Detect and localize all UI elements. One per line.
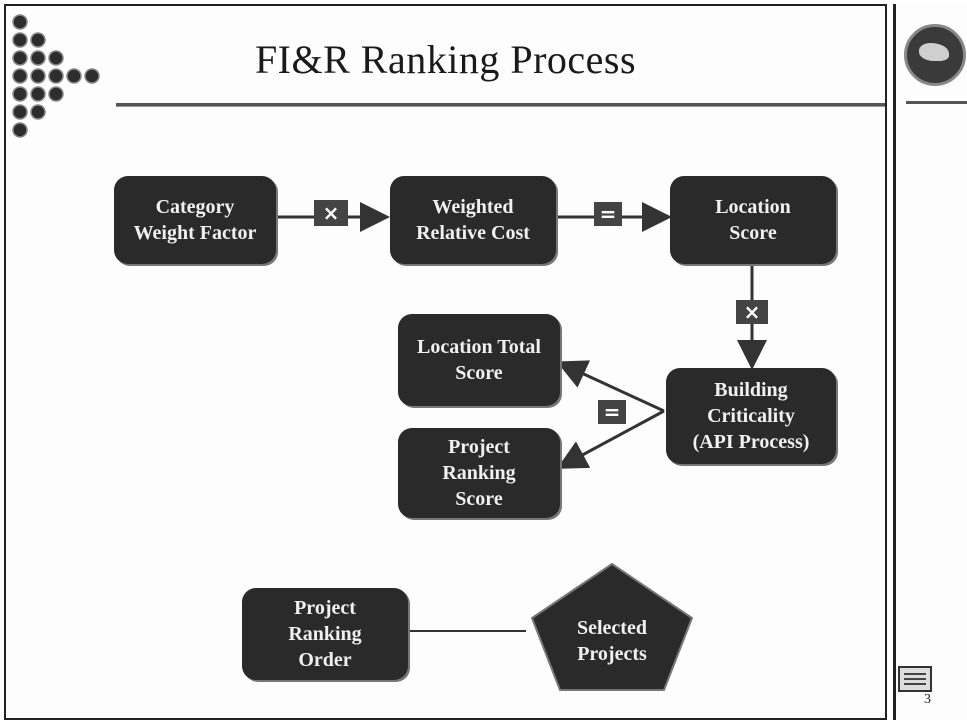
arrow-criticality-to-ranking: [556, 409, 665, 469]
arrow-criticality-to-total: [556, 360, 665, 413]
flow-connectors: × = × =: [276, 200, 768, 691]
node-location-score: Location Score: [670, 176, 836, 264]
operator-times-2: ×: [744, 300, 761, 324]
node-project-ranking-score: Project Ranking Score: [398, 428, 560, 518]
node-selected-projects: Selected Projects: [577, 617, 647, 665]
operator-badge-3: [736, 300, 768, 324]
page-icon: [898, 666, 932, 692]
node-project-ranking-order: Project Ranking Order: [242, 588, 408, 680]
page-number: 3: [924, 692, 931, 707]
operator-badge-4: [598, 400, 626, 424]
selected-projects-pentagon: [530, 562, 694, 691]
node-location-total-score: Location Total Score: [398, 314, 560, 406]
operator-multiply: ×: [323, 201, 340, 225]
operator-equals-2: =: [604, 400, 621, 424]
slide: FI&R Ranking Process × = × =: [4, 4, 887, 720]
slide-title: FI&R Ranking Process: [254, 37, 637, 82]
node-category-weight-factor: Category Weight Factor: [114, 176, 276, 264]
operator-equals: =: [600, 202, 617, 226]
node-building-criticality: Building Criticality (API Process): [666, 368, 836, 464]
decorative-dot-cluster: [12, 14, 100, 138]
operator-badge-1: [314, 200, 348, 226]
title-divider: [116, 103, 885, 107]
side-divider: [906, 101, 967, 104]
agency-seal-icon: [904, 24, 966, 86]
operator-badge-2: [594, 202, 622, 226]
node-weighted-relative-cost: Weighted Relative Cost: [390, 176, 556, 264]
next-slide-edge: 3: [893, 4, 967, 720]
